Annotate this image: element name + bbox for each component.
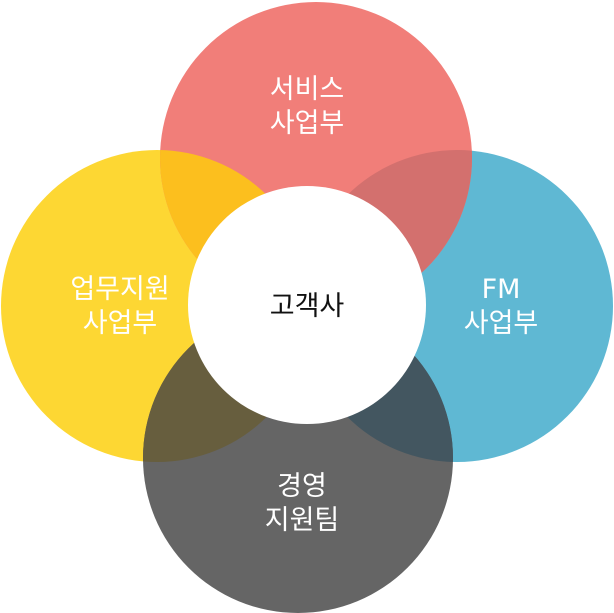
label-left-line1: 업무지원	[70, 274, 169, 305]
label-bottom-line1: 경영	[277, 471, 327, 502]
label-top-line2: 사업부	[270, 108, 345, 139]
center-label: 고객사	[270, 291, 345, 322]
label-bottom-line2: 지원팀	[265, 505, 340, 536]
label-right-line2: 사업부	[464, 308, 539, 339]
label-top-line1: 서비스	[270, 74, 345, 105]
label-right-line1: FM	[482, 274, 521, 305]
center-circle	[188, 186, 426, 424]
label-left-line2: 사업부	[83, 308, 158, 339]
